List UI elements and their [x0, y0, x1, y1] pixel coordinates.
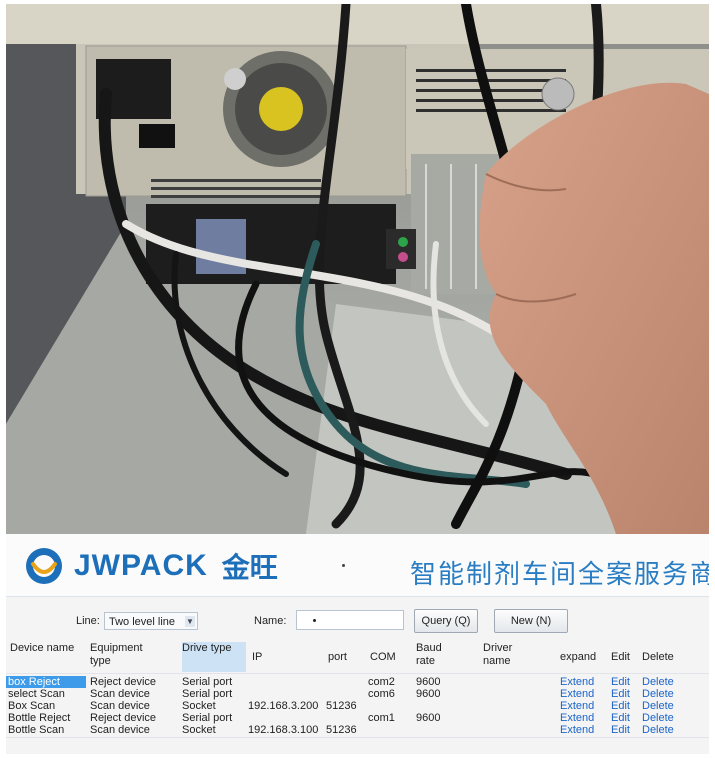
port-cell: 51236 — [326, 700, 357, 712]
edit-link[interactable]: Edit — [611, 700, 630, 712]
edit-link[interactable]: Edit — [611, 712, 630, 724]
header-expand[interactable]: expand — [560, 651, 597, 663]
com-cell: com6 — [368, 688, 395, 700]
table-row[interactable]: Bottle Reject Reject device Serial port … — [6, 712, 709, 724]
equipment-type-cell: Scan device — [90, 688, 150, 700]
com-cell: com1 — [368, 712, 395, 724]
device-name-cell: box Reject — [6, 676, 86, 688]
edit-link[interactable]: Edit — [611, 724, 630, 736]
line-label: Line: — [76, 615, 100, 627]
delete-link[interactable]: Delete — [642, 700, 674, 712]
cable-photo — [6, 4, 709, 534]
ip-cell: 192.168.3.200 — [248, 700, 319, 712]
company-slogan: 智能制剂车间全案服务商 — [410, 559, 709, 589]
drive-type-cell: Serial port — [182, 712, 233, 724]
new-button[interactable]: New (N) — [494, 609, 568, 633]
brand-name: JWPACK — [74, 549, 208, 582]
extend-link[interactable]: Extend — [560, 688, 595, 700]
header-drive-type[interactable]: Drive type — [182, 642, 246, 672]
table-row[interactable]: Bottle Scan Scan device Socket 192.168.3… — [6, 724, 709, 736]
edit-link[interactable]: Edit — [611, 688, 630, 700]
header-baud-rate[interactable]: Baud rate — [416, 642, 442, 667]
extend-link[interactable]: Extend — [560, 724, 595, 736]
header-com[interactable]: COM — [370, 651, 396, 663]
drive-type-cell: Serial port — [182, 688, 233, 700]
header-ip[interactable]: IP — [252, 651, 263, 663]
query-button[interactable]: Query (Q) — [414, 609, 478, 633]
header-driver-name[interactable]: Driver name — [483, 642, 513, 667]
equipment-type-cell: Scan device — [90, 724, 150, 736]
brand-name-cn: 金旺 — [221, 552, 278, 583]
device-name-cell: Box Scan — [8, 700, 56, 712]
device-name-cell: Bottle Reject — [8, 712, 71, 724]
port-cell: 51236 — [326, 724, 357, 736]
baud-rate-cell: 9600 — [416, 712, 441, 724]
filter-toolbar: Line: Two level line ▼ Name: Query (Q) N… — [6, 602, 709, 636]
computer-back-panel-image — [6, 4, 709, 534]
header-device-name[interactable]: Device name — [10, 642, 75, 654]
header-port[interactable]: port — [328, 651, 347, 663]
header-divider — [6, 673, 709, 674]
header-banner: JWPACK 金旺 智能制剂车间全案服务商 — [6, 534, 709, 597]
line-select[interactable]: Two level line ▼ — [104, 612, 198, 630]
delete-link[interactable]: Delete — [642, 688, 674, 700]
table-row[interactable]: box Reject Reject device Serial port com… — [6, 676, 709, 688]
table-row[interactable]: select Scan Scan device Serial port com6… — [6, 688, 709, 700]
drive-type-cell: Socket — [182, 700, 216, 712]
delete-link[interactable]: Delete — [642, 676, 674, 688]
header-delete[interactable]: Delete — [642, 651, 674, 663]
name-label: Name: — [254, 615, 287, 627]
chevron-down-icon[interactable]: ▼ — [185, 616, 195, 627]
baud-rate-cell: 9600 — [416, 676, 441, 688]
com-cell: com2 — [368, 676, 395, 688]
ip-cell: 192.168.3.100 — [248, 724, 319, 736]
device-name-cell: select Scan — [8, 688, 65, 700]
extend-link[interactable]: Extend — [560, 700, 595, 712]
edit-link[interactable]: Edit — [611, 676, 630, 688]
text-cursor — [313, 619, 316, 622]
header-edit[interactable]: Edit — [611, 651, 630, 663]
screen-speck — [342, 564, 345, 567]
name-search-input[interactable] — [296, 610, 404, 630]
equipment-type-cell: Reject device — [90, 676, 157, 688]
table-bottom-line — [6, 737, 709, 738]
jwpack-logo-icon — [26, 548, 62, 584]
drive-type-cell: Socket — [182, 724, 216, 736]
extend-link[interactable]: Extend — [560, 676, 595, 688]
delete-link[interactable]: Delete — [642, 712, 674, 724]
delete-link[interactable]: Delete — [642, 724, 674, 736]
brand-logo: JWPACK 金旺 — [24, 546, 278, 586]
extend-link[interactable]: Extend — [560, 712, 595, 724]
equipment-type-cell: Reject device — [90, 712, 157, 724]
baud-rate-cell: 9600 — [416, 688, 441, 700]
device-name-cell: Bottle Scan — [8, 724, 65, 736]
equipment-type-cell: Scan device — [90, 700, 150, 712]
header-equipment-type[interactable]: Equipment type — [90, 642, 143, 667]
drive-type-cell: Serial port — [182, 676, 233, 688]
device-config-screen: JWPACK 金旺 智能制剂车间全案服务商 Line: Two level li… — [6, 534, 709, 754]
table-row[interactable]: Box Scan Scan device Socket 192.168.3.20… — [6, 700, 709, 712]
line-select-value: Two level line — [109, 616, 176, 628]
